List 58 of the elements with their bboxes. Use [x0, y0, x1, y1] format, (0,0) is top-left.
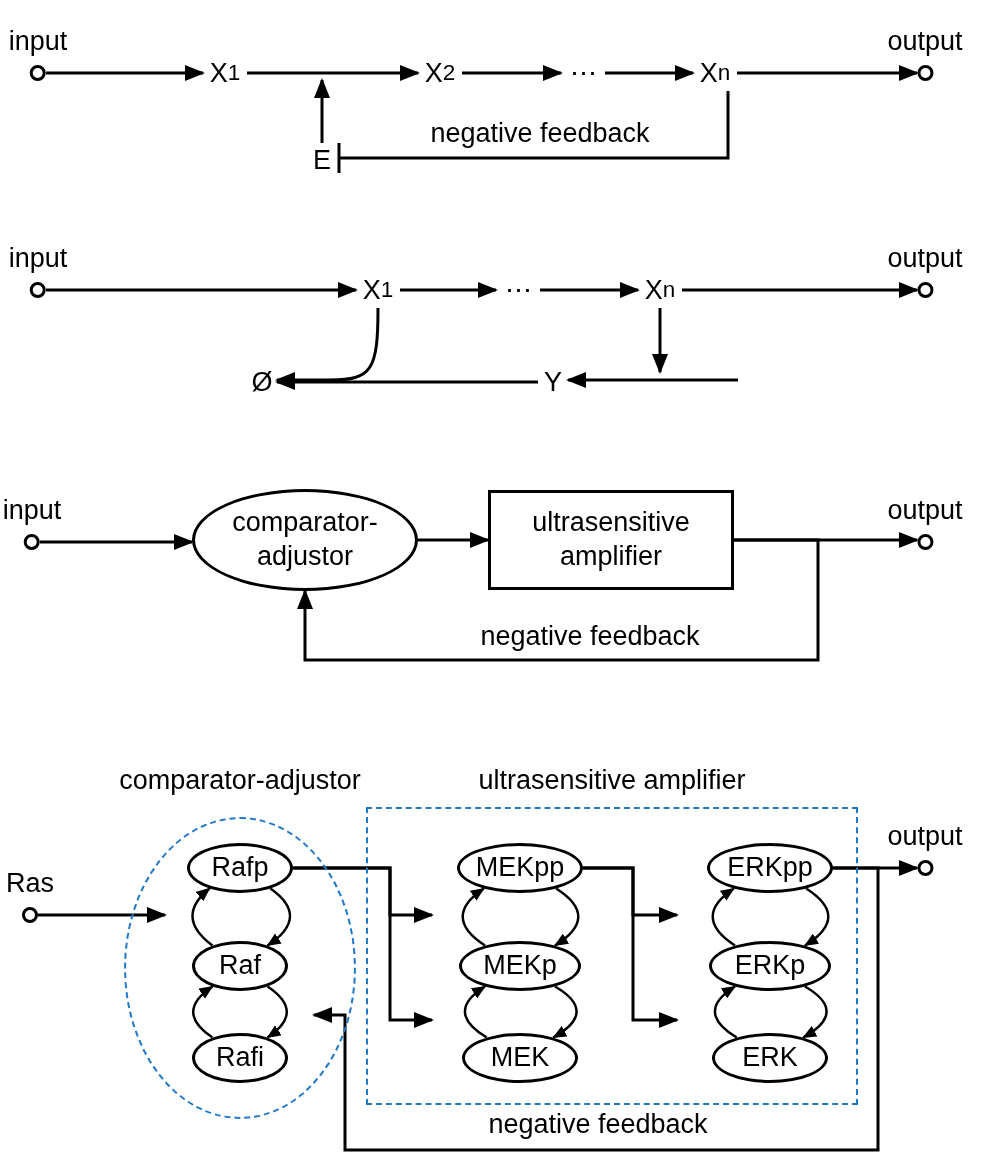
species-label: Y	[538, 365, 568, 399]
curved-arrow	[802, 985, 828, 1039]
curved-arrow	[552, 985, 578, 1039]
state-ellipse: Rafi	[192, 1033, 288, 1083]
terminal-label: Ras	[6, 870, 54, 897]
arrow	[418, 532, 490, 548]
arrow	[566, 372, 738, 388]
arrow	[682, 282, 919, 298]
curved-arrow	[192, 985, 214, 1039]
curved-arrow	[713, 985, 738, 1039]
arrow	[314, 78, 330, 143]
state-ellipse: MEKp	[459, 941, 581, 991]
arrow	[400, 282, 498, 298]
state-ellipse: ERKpp	[707, 843, 833, 893]
arrow	[737, 65, 919, 81]
arrow	[312, 866, 880, 1152]
terminal-label: output	[887, 245, 963, 272]
terminal-label: output	[887, 497, 963, 524]
curved-arrow	[804, 887, 830, 947]
arrow	[40, 534, 194, 550]
arrow	[297, 538, 820, 662]
arrow	[583, 866, 679, 1028]
species-label: ⋯	[561, 58, 605, 88]
arrow	[247, 65, 420, 81]
curved-arrow	[191, 887, 214, 947]
species-label: ⋯	[496, 275, 540, 305]
state-ellipse: ERKp	[709, 941, 831, 991]
state-ellipse: Raf	[192, 941, 288, 991]
terminal-label: input	[8, 245, 68, 272]
arrow	[652, 308, 668, 374]
species-label: E	[305, 143, 339, 177]
curved-arrow	[266, 887, 292, 947]
process-box: ultrasensitive amplifier	[488, 490, 734, 590]
arrow	[540, 282, 640, 298]
state-ellipse: MEK	[462, 1033, 578, 1083]
state-ellipse: comparator-adjustor	[192, 489, 418, 591]
terminal-label: input	[2, 497, 62, 524]
arrow	[38, 907, 167, 923]
species-label: Ø	[247, 365, 277, 399]
terminal-label: output	[887, 28, 963, 55]
arrow	[605, 65, 695, 81]
terminal-label: input	[8, 28, 68, 55]
state-ellipse: Rafp	[187, 843, 293, 893]
curved-arrow	[461, 887, 486, 947]
arrow	[293, 866, 434, 1028]
curved-arrow	[463, 985, 488, 1039]
group-title: ultrasensitive amplifier	[478, 767, 746, 794]
curved-arrow	[554, 887, 580, 947]
arrow	[46, 65, 205, 81]
state-ellipse: ERK	[712, 1033, 828, 1083]
curved-arrow	[711, 887, 736, 947]
group-title: comparator-adjustor	[119, 767, 361, 794]
arrow	[46, 282, 358, 298]
terminal-label: output	[887, 823, 963, 850]
state-ellipse: MEKpp	[457, 843, 583, 893]
curved-arrow	[266, 985, 288, 1039]
inhibition-line	[337, 91, 730, 175]
arrow	[462, 65, 563, 81]
